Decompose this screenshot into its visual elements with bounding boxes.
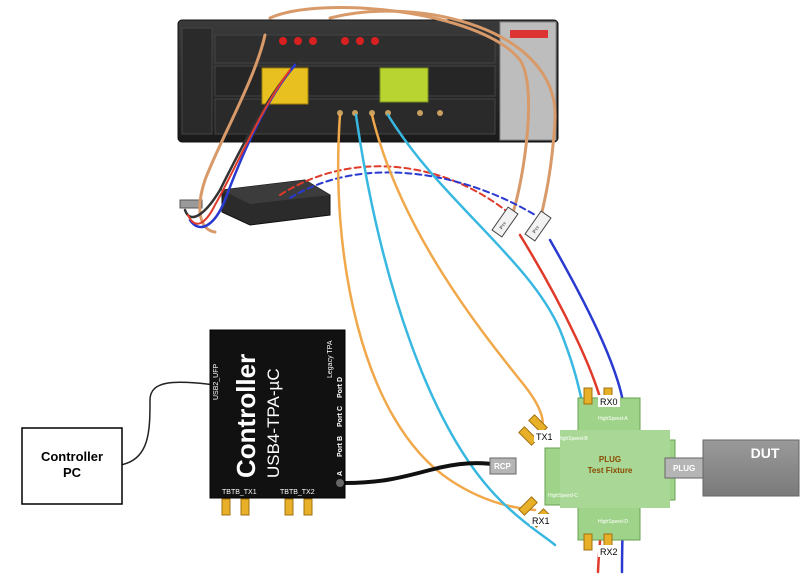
highspeed-a-label: HighSpeed-A <box>598 416 628 422</box>
controller-pc-box <box>21 427 123 505</box>
plug-label: PLUG <box>673 464 695 473</box>
controller-port-a-connector <box>336 479 344 487</box>
controller-sma-connectors <box>221 498 313 516</box>
dut-box <box>702 439 800 497</box>
controller-pc: Controller PC <box>21 427 123 505</box>
controller-pc-label-line2: PC <box>63 465 82 480</box>
controller-pc-label-line1: Controller <box>41 449 103 464</box>
cables <box>119 5 627 574</box>
cyan-cable-1 <box>354 113 557 547</box>
tbtb-tx2-label: TBTB_TX2 <box>280 489 315 496</box>
controller-body <box>209 329 346 499</box>
rcp-connector <box>489 457 517 475</box>
orange-cable-rx1 <box>336 113 537 512</box>
instrument-mid-module <box>214 65 496 97</box>
rx1-label-bg <box>530 514 552 526</box>
orange-cable-tx1 <box>370 113 544 432</box>
fixture-title-line2: Test Fixture <box>588 466 633 475</box>
fixture-center-panel <box>560 430 670 508</box>
port-b-label: Port B <box>337 436 344 457</box>
port-a-label: A <box>337 471 344 476</box>
probe-head-1: Pᴛᴛ <box>491 206 519 238</box>
rx0-label-bg <box>598 395 620 407</box>
probe-head-2: Pᴛᴛ <box>524 210 552 242</box>
blue-dashed-cable <box>289 171 536 216</box>
legacy-tpa-label: Legacy TPA <box>327 340 334 378</box>
dut-device: DUT <box>702 439 800 497</box>
copper-cable-2 <box>328 9 557 222</box>
tbtb-tx1-label: TBTB_TX1 <box>222 489 257 496</box>
plug-test-fixture: PLUG Test Fixture HighSpeed-B HighSpeed-… <box>489 387 706 557</box>
highspeed-b-label: HighSpeed-B <box>558 436 588 442</box>
svg-text:Pᴛᴛ: Pᴛᴛ <box>532 224 542 235</box>
fixture-title-line1: PLUG <box>599 455 621 464</box>
port-c-label: Port C <box>337 406 344 427</box>
controller-title: Controller <box>231 354 261 478</box>
copper-cable-1 <box>268 5 531 222</box>
dut-label: DUT <box>751 445 780 461</box>
usb2-ufp-label: USB2_UFP <box>213 363 220 400</box>
rx0-label: RX0 <box>600 397 618 407</box>
highspeed-c-label: HighSpeed-C <box>548 493 578 499</box>
tx1-label: TX1 <box>536 432 553 442</box>
rx2-label-bg <box>598 545 620 557</box>
port-d-label: Port D <box>337 377 344 398</box>
instrument-handle <box>510 30 548 38</box>
svg-text:Pᴛᴛ: Pᴛᴛ <box>499 220 509 231</box>
rcp-label: RCP <box>494 462 512 471</box>
red-cable-short <box>187 69 291 225</box>
highspeed-d-label: HighSpeed-D <box>598 519 628 525</box>
red-dashed-cable <box>279 165 506 211</box>
controller-subtitle: USB4-TPA-µC <box>264 368 283 478</box>
controller-device: Controller USB4-TPA-µC USB2_UFP Legacy T… <box>209 329 346 516</box>
cyan-cable-2 <box>386 113 587 412</box>
instrument-green-module <box>379 67 429 103</box>
controller-fixture-cable <box>343 461 502 485</box>
tx1-label-bg <box>534 430 554 442</box>
adapter-connector <box>179 199 203 209</box>
instrument-red-connectors <box>279 37 379 45</box>
rx2-label: RX2 <box>600 547 618 557</box>
probe-heads: Pᴛᴛ Pᴛᴛ <box>491 206 552 242</box>
rx1-label: RX1 <box>532 516 550 526</box>
usb-cable-pc <box>119 381 216 466</box>
instrument-left-module <box>181 27 213 135</box>
